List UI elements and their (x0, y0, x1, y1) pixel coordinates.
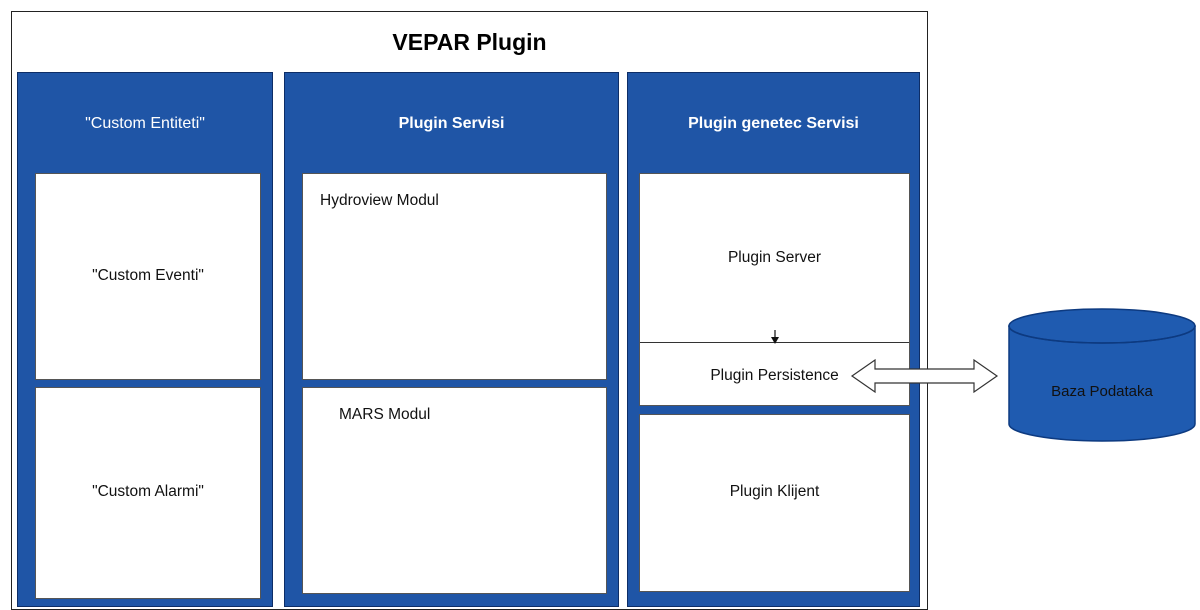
box-label: Plugin Klijent (729, 483, 820, 500)
box-custom-eventi: "Custom Eventi" (35, 173, 261, 380)
box-label-plugin-server: Plugin Server (727, 249, 822, 266)
column-plugin-servisi: Plugin Servisi Hydroview Modul MARS Modu… (284, 72, 619, 607)
double-block-arrow-icon (850, 358, 999, 394)
box-label: Hydroview Modul (320, 192, 439, 209)
box-custom-alarmi: "Custom Alarmi" (35, 387, 261, 599)
arrow-head-icon (771, 337, 779, 344)
box-label-plugin-persistence: Plugin Persistence (710, 367, 839, 384)
column-header-custom-entiteti: "Custom Entiteti" (85, 115, 205, 132)
column-header-plugin-genetec-servisi: Plugin genetec Servisi (688, 115, 859, 132)
box-label: "Custom Eventi" (92, 267, 204, 284)
diagram-title: VEPAR Plugin (392, 29, 547, 55)
column-custom-entiteti: "Custom Entiteti" "Custom Eventi" "Custo… (17, 72, 273, 607)
box-label: MARS Modul (339, 406, 431, 423)
box-label: "Custom Alarmi" (92, 483, 204, 500)
box-plugin-klijent: Plugin Klijent (639, 414, 910, 592)
box-hydroview-modul: Hydroview Modul (302, 173, 607, 380)
database-cylinder-icon (1008, 308, 1196, 442)
box-mars-modul: MARS Modul (302, 387, 607, 594)
database-label: Baza Podataka (1051, 383, 1153, 400)
column-header-plugin-servisi: Plugin Servisi (398, 115, 505, 132)
